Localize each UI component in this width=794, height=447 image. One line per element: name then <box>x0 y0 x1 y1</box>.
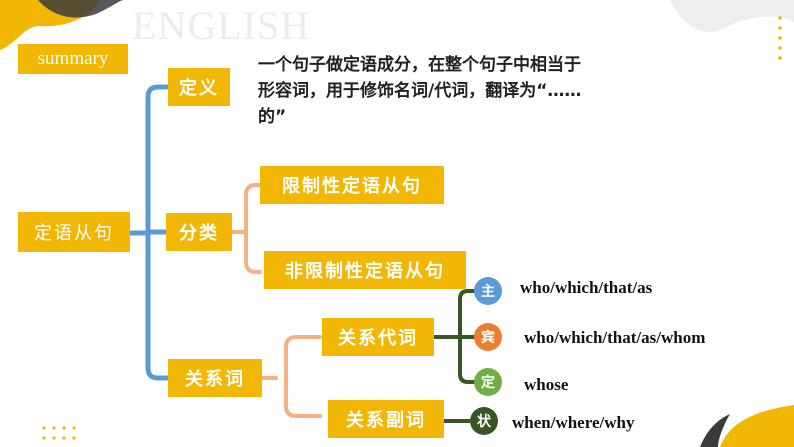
subject-words: who/which/that/as <box>520 278 653 297</box>
classification-node: 分类 <box>166 213 232 251</box>
role-adverbial-circle: 状 <box>470 407 498 435</box>
classify-bracket <box>230 183 262 274</box>
relatives-node: 关系词 <box>168 359 262 397</box>
role-attributive-circle: 定 <box>474 368 502 396</box>
pronouns-node: 关系代词 <box>322 318 434 356</box>
adverbial-words: when/where/why <box>512 413 635 432</box>
root-node: 定语从句 <box>18 212 130 252</box>
dot-grid-bottom-left <box>42 426 76 440</box>
top-right-blob <box>670 0 794 33</box>
bottom-right-blob-dark <box>700 414 730 447</box>
role-subject-circle: 主 <box>474 277 502 305</box>
role-object-circle: 宾 <box>474 323 502 351</box>
nonrestrictive-node: 非限制性定语从句 <box>264 251 466 289</box>
summary-label: summary <box>18 44 128 74</box>
restrictive-node: 限制性定语从句 <box>260 166 444 204</box>
bottom-right-blob <box>720 405 794 447</box>
pronoun-bracket <box>430 289 476 384</box>
watermark-text: ENGLISH <box>132 3 311 48</box>
relatives-bracket <box>260 335 322 418</box>
definition-node: 定义 <box>168 68 230 106</box>
object-words: who/which/that/as/whom <box>524 328 706 347</box>
definition-text: 一个句子做定语成分，在整个句子中相当于形容词，用于修饰名词/代词，翻译为“……的… <box>258 55 582 127</box>
dot-grid-right <box>778 16 782 60</box>
top-left-blob-shadow <box>38 0 124 18</box>
attributive-words: whose <box>524 375 569 394</box>
adverbs-node: 关系副词 <box>328 400 444 438</box>
